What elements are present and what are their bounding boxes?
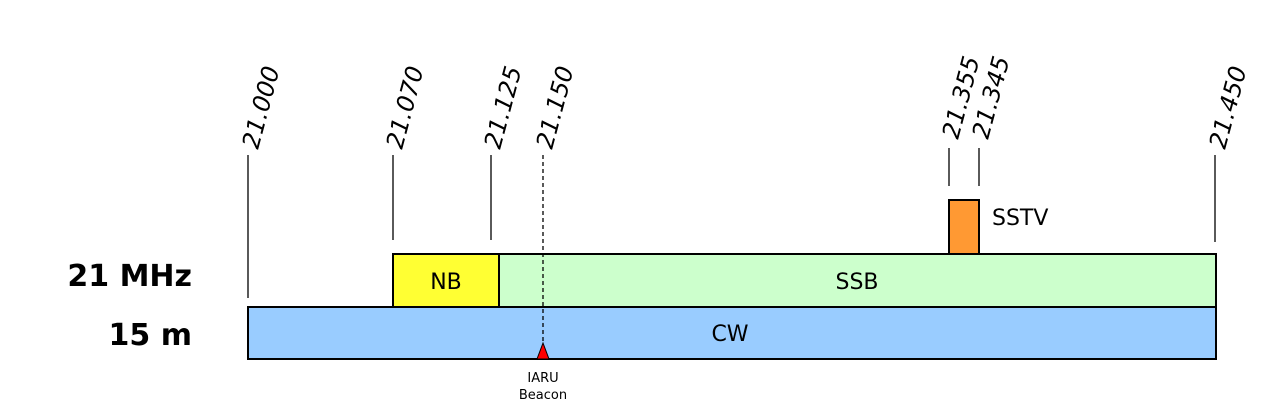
sstv-segment-label: SSTV [992,206,1048,231]
cw-segment-label: CW [711,322,748,347]
nb-segment [392,253,500,308]
beacon-marker-icon [536,341,550,360]
freq-label-21070: 21.070 [381,63,430,151]
nb-segment-label: NB [430,270,462,295]
band-frequency-label: 21 MHz [67,259,192,294]
beacon-label-line1: IARU [527,371,558,386]
ssb-segment [498,253,1217,308]
ssb-segment-label: SSB [835,270,878,295]
band-wavelength-label: 15 m [109,318,192,353]
freq-label-21150: 21.150 [531,63,580,151]
freq-label-21450: 21.450 [1204,63,1253,151]
sstv-segment [948,199,980,255]
freq-label-21000: 21.000 [237,63,286,151]
cw-segment [247,306,1217,360]
beacon-label-line2: Beacon [519,388,567,403]
freq-label-21125: 21.125 [479,63,528,151]
